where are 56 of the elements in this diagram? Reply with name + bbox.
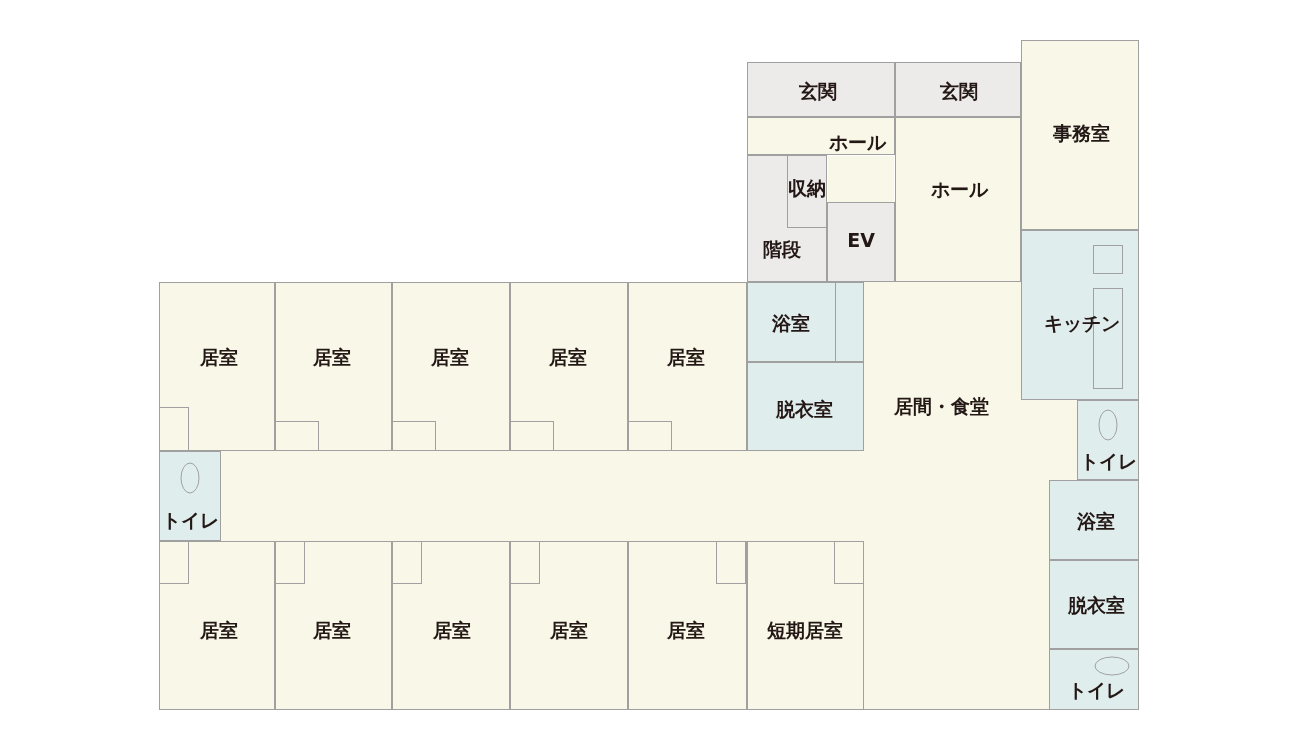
room-label: 居室 bbox=[200, 620, 238, 640]
room-label: 事務室 bbox=[1052, 123, 1110, 143]
room-label: 脱衣室 bbox=[1067, 595, 1125, 615]
room bbox=[510, 282, 628, 451]
room bbox=[628, 282, 747, 451]
room-label: 居室 bbox=[667, 620, 705, 640]
room bbox=[159, 451, 221, 541]
room bbox=[747, 282, 864, 362]
room-label: EV bbox=[847, 230, 875, 250]
room bbox=[895, 62, 1021, 117]
room bbox=[510, 541, 628, 710]
room bbox=[747, 155, 827, 282]
room bbox=[787, 155, 827, 228]
room-label: ホール bbox=[828, 132, 886, 152]
room-label: 居室 bbox=[313, 347, 351, 367]
room-label: 居室 bbox=[667, 347, 705, 367]
room bbox=[1021, 40, 1139, 230]
room-label: トイレ bbox=[161, 510, 219, 530]
room bbox=[159, 282, 275, 451]
room bbox=[159, 541, 275, 710]
room-label: 階段 bbox=[763, 239, 801, 259]
room bbox=[895, 117, 1021, 282]
room bbox=[747, 62, 895, 117]
room bbox=[275, 282, 392, 451]
room-label: 居室 bbox=[550, 620, 588, 640]
room bbox=[392, 282, 510, 451]
room-label: 浴室 bbox=[772, 313, 810, 333]
room-label: 居室 bbox=[433, 620, 471, 640]
room-label: 短期居室 bbox=[767, 620, 843, 640]
room bbox=[864, 282, 1021, 710]
room-label: 居室 bbox=[313, 620, 351, 640]
room-label: 居室 bbox=[431, 347, 469, 367]
room-label: キッチン bbox=[1044, 313, 1120, 333]
room bbox=[628, 541, 747, 710]
room-label: 居室 bbox=[200, 347, 238, 367]
room bbox=[747, 117, 895, 155]
room-label: ホール bbox=[930, 179, 988, 199]
room-label: トイレ bbox=[1067, 680, 1125, 700]
room bbox=[747, 362, 864, 451]
room bbox=[1049, 560, 1139, 649]
room-label: 玄関 bbox=[940, 81, 978, 101]
room bbox=[275, 541, 392, 710]
room bbox=[1049, 480, 1139, 560]
room bbox=[827, 202, 895, 282]
room-label: 脱衣室 bbox=[775, 399, 833, 419]
room bbox=[1077, 400, 1139, 480]
room bbox=[392, 541, 510, 710]
room-label: 収納 bbox=[788, 178, 826, 198]
room-label: トイレ bbox=[1079, 451, 1137, 471]
room-label: 居間・食堂 bbox=[893, 396, 989, 416]
room bbox=[1049, 649, 1139, 710]
room-label: 浴室 bbox=[1077, 511, 1115, 531]
room-label: 居室 bbox=[549, 347, 587, 367]
room bbox=[747, 541, 864, 710]
room-label: 玄関 bbox=[799, 81, 837, 101]
room bbox=[1021, 230, 1139, 400]
